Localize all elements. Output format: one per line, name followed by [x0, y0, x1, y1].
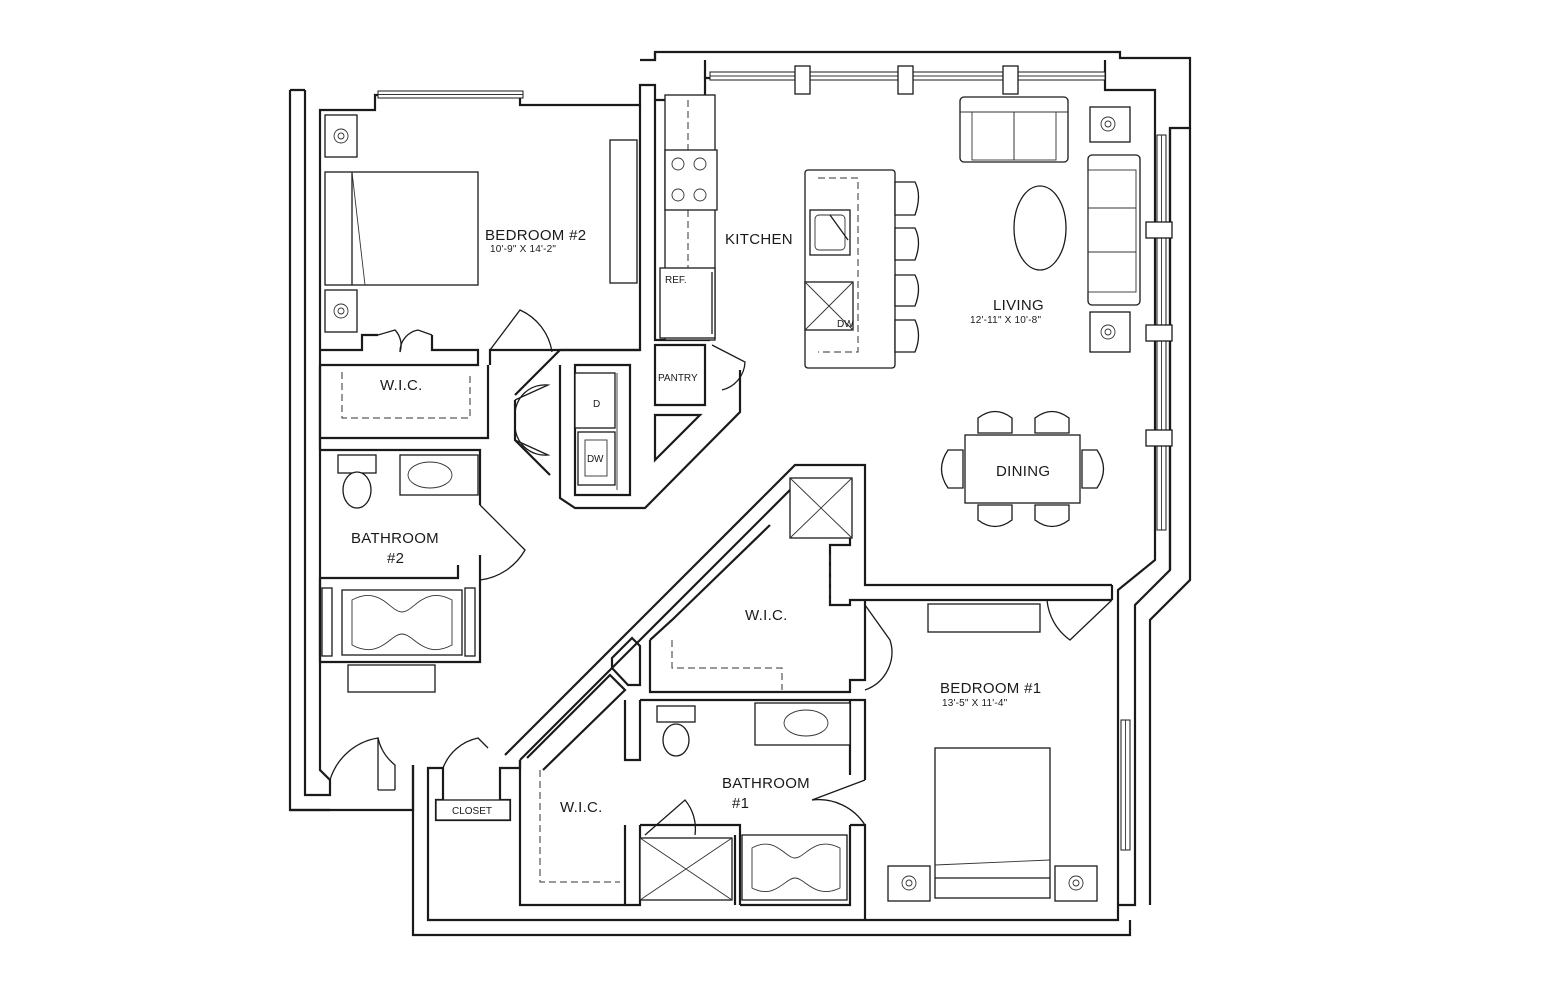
bathroom2-label: BATHROOM [351, 530, 439, 547]
closet-label: CLOSET [452, 806, 492, 817]
center-wic [671, 477, 853, 690]
dryer-label: D [593, 399, 600, 410]
doors [329, 309, 1113, 836]
closet-box [435, 799, 511, 821]
bedroom1-dims: 13'-5" X 11'-4" [942, 698, 1008, 709]
living-furniture [959, 96, 1141, 353]
bedroom1-label: BEDROOM #1 [940, 680, 1041, 697]
kitchen-label: KITCHEN [725, 231, 793, 248]
top-window [709, 65, 1106, 95]
washer-label-w: W [594, 454, 604, 465]
right-window [1120, 134, 1173, 851]
kitchen-cabinets [659, 94, 718, 341]
bar-stools [894, 181, 920, 353]
bathroom2-fixtures [321, 454, 479, 693]
wic-bath1-label: W.I.C. [560, 799, 603, 816]
wic-shelf [341, 372, 471, 419]
bathroom1-fixtures [639, 702, 851, 901]
wic-center-label: W.I.C. [745, 607, 788, 624]
living-label: LIVING [993, 297, 1044, 314]
bedroom1-furniture [887, 603, 1098, 902]
wic-bath1-shelf [539, 770, 620, 883]
refrigerator-label: REF. [665, 275, 687, 286]
dishwasher-label: DW [837, 319, 854, 330]
washer-label-d: D [587, 454, 594, 465]
bathroom1-label: BATHROOM [722, 775, 810, 792]
living-dims: 12'-11" X 10'-8" [970, 315, 1041, 326]
dining-set [940, 410, 1105, 528]
dining-label: DINING [996, 463, 1050, 480]
interior-walls [318, 100, 1114, 920]
room-labels: BEDROOM #2 10'-9" X 14'-2" KITCHEN LIVIN… [351, 227, 1050, 817]
bedroom2-furniture [324, 114, 638, 333]
wic-bedroom2-label: W.I.C. [380, 377, 423, 394]
bathroom2-number: #2 [387, 550, 404, 567]
bedroom2-window [377, 90, 524, 99]
laundry [574, 372, 618, 490]
bedroom2-label: BEDROOM #2 [485, 227, 586, 244]
pantry-label: PANTRY [658, 373, 698, 384]
kitchen-island [804, 169, 896, 369]
bathroom1-number: #1 [732, 795, 749, 812]
bedroom2-dims: 10'-9" X 14'-2" [490, 244, 556, 255]
